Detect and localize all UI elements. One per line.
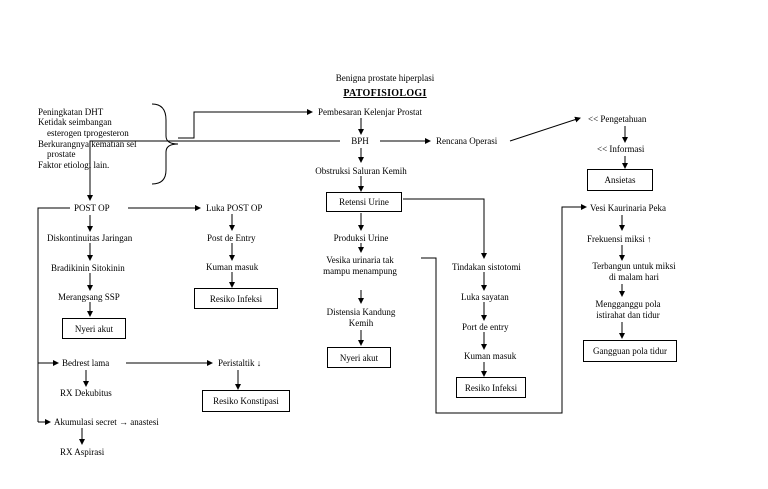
node-bph: BPH (351, 136, 369, 146)
cause-imbalance: Ketidak seimbangan (38, 117, 112, 127)
cause-other: Faktor etiologi lain. (38, 160, 110, 170)
node-distension-l2: Kemih (348, 318, 374, 328)
diagram-title: PATOFISIOLOGI (343, 88, 427, 99)
dx-constipation: Resiko Konstipasi (202, 390, 290, 412)
node-post-entry: Post de Entry (207, 233, 256, 243)
node-frequency: Frekuensi miksi ↑ (587, 234, 652, 244)
node-bladder-l1: Vesika urinaria tak (326, 255, 394, 265)
node-port-entry: Port de entry (462, 322, 509, 332)
postop-left-line (37, 207, 70, 422)
node-obstruction: Obstruksi Saluran Kemih (315, 166, 407, 176)
arrow-retention-cystotomy (403, 198, 487, 259)
dx-sleep-disturbance: Gangguan pola tidur (583, 340, 677, 362)
node-germs-postop: Kuman masuk (206, 262, 259, 272)
cause-dht: Peningkatan DHT (38, 107, 104, 117)
node-incision: Luka sayatan (461, 292, 509, 302)
node-sensitive-bladder: Vesi Kaurinaria Peka (590, 203, 666, 213)
arrow-bph-postop (87, 140, 340, 201)
node-urine-production: Produksi Urine (333, 233, 389, 243)
node-disturb-l1: Mengganggu pola (595, 299, 661, 309)
node-rx-aspiration: RX Aspirasi (60, 447, 105, 457)
node-operation-plan: Rencana Operasi (436, 136, 498, 146)
arrow-bladder-elimination (421, 204, 587, 414)
node-distension-l1: Distensia Kandung (326, 307, 396, 317)
node-germs-cystotomy: Kuman masuk (464, 351, 517, 361)
cause-cell-death: Berkurangnya kematian sel (38, 139, 137, 149)
node-knowledge: << Pengetahuan (588, 114, 647, 124)
dx-acute-pain-retention: Nyeri akut (327, 347, 391, 368)
node-wake-l1: Terbangun untuk miksi (592, 261, 676, 271)
node-wake-l2: di malam hari (609, 272, 659, 282)
node-secretion: Akumulasi secret → anastesi (54, 417, 159, 427)
node-bradykinin: Bradikinin Sitokinin (51, 263, 125, 273)
arrow-operation-knowledge (509, 116, 581, 142)
node-wound: Luka POST OP (206, 203, 263, 213)
dx-infection-postop: Resiko Infeksi (194, 288, 278, 309)
node-bladder-l2: mampu menampung (323, 266, 397, 276)
causes-brace (151, 103, 179, 185)
dx-anxiety: Ansietas (587, 169, 653, 191)
arrow-causes-enlargement (178, 109, 313, 139)
node-post-op: POST OP (74, 203, 110, 213)
node-cystotomy: Tindakan sistotomi (452, 262, 521, 272)
node-continuity: Diskontinuitas Jaringan (47, 233, 133, 243)
node-bedrest: Bedrest lama (62, 358, 110, 368)
node-enlargement: Pembesaran Kelenjar Prostat (318, 107, 422, 117)
cause-hormones: esterogen tprogesteron (47, 128, 129, 138)
node-disturb-l2: istirahat dan tidur (596, 310, 660, 320)
node-retention: Retensi Urine (326, 192, 402, 212)
diagram-subtitle: Benigna prostate hiperplasi (335, 73, 435, 83)
node-ssp: Merangsang SSP (58, 292, 120, 302)
dx-acute-pain-postop: Nyeri akut (62, 318, 126, 339)
node-information: << Informasi (597, 144, 645, 154)
dx-infection-cystotomy: Resiko Infeksi (456, 377, 526, 398)
cause-prostate: prostate (47, 149, 76, 159)
node-peristaltic: Peristaltik ↓ (218, 358, 262, 368)
node-rx-decubitus: RX Dekubitus (60, 388, 112, 398)
